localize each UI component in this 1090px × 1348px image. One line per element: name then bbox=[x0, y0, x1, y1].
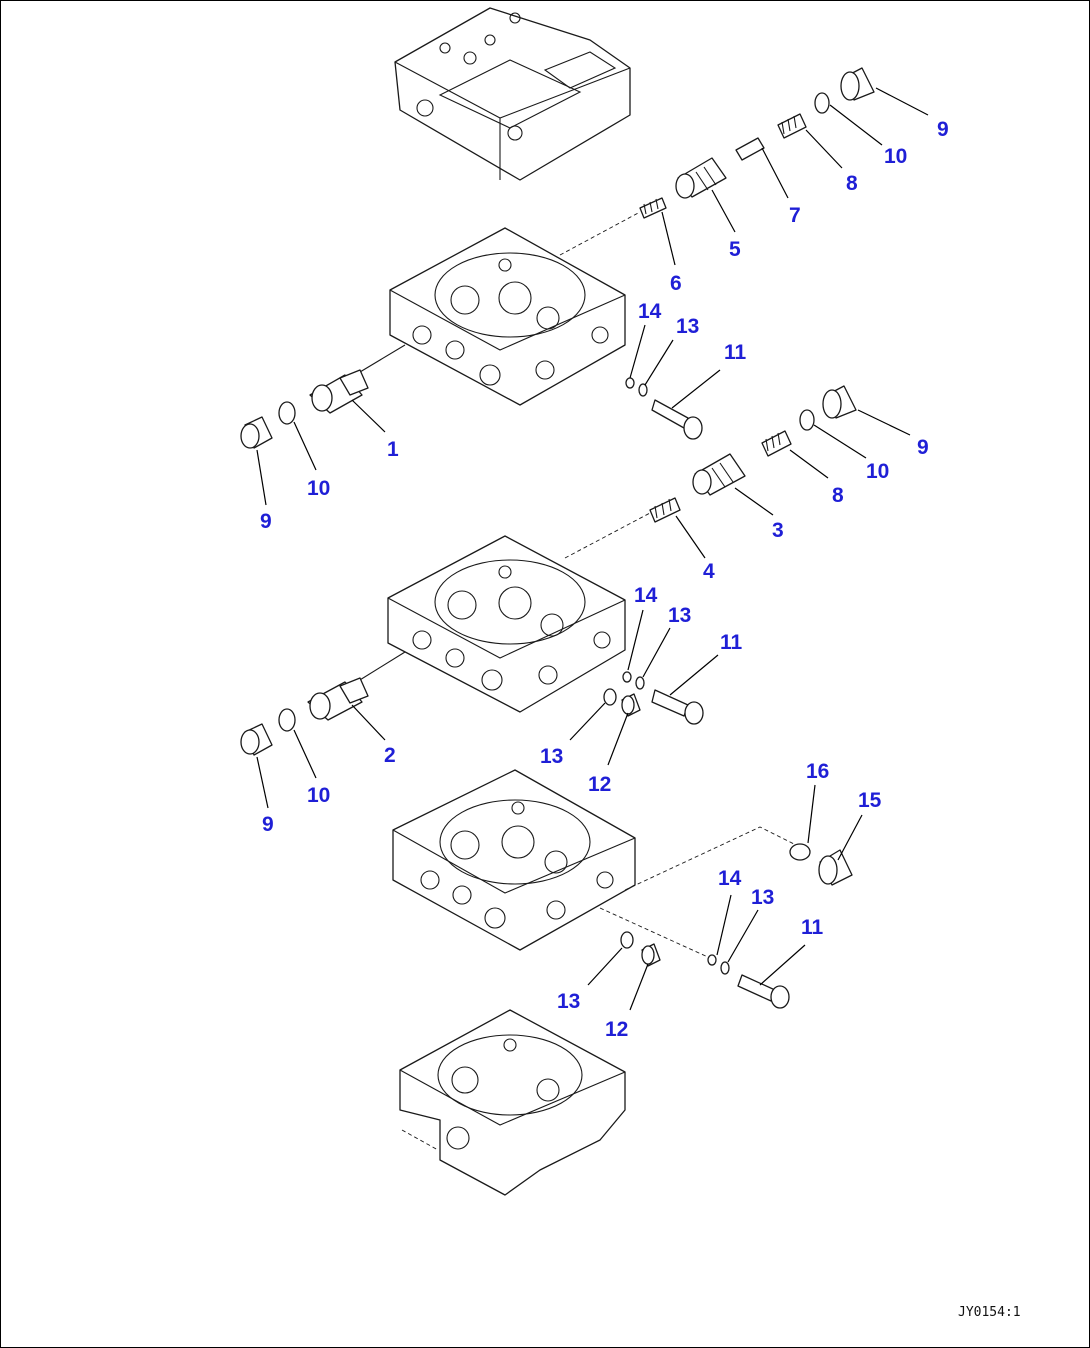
bottom-end-block bbox=[399, 1009, 626, 1196]
o-ring-14b bbox=[622, 671, 632, 683]
plug-15 bbox=[818, 849, 853, 886]
callout-11: 11 bbox=[801, 916, 824, 939]
callout-14: 14 bbox=[634, 584, 658, 607]
o-ring-13e bbox=[620, 931, 634, 949]
callout-10: 10 bbox=[307, 784, 330, 807]
leader-lines bbox=[256, 87, 929, 1011]
plug-12b bbox=[641, 943, 661, 967]
callout-16: 16 bbox=[806, 760, 829, 783]
top-cover-block bbox=[394, 7, 631, 181]
callout-8: 8 bbox=[832, 484, 844, 507]
valve-5 bbox=[675, 157, 727, 199]
callout-10: 10 bbox=[866, 460, 889, 483]
o-ring-10mid bbox=[799, 409, 815, 431]
plug-9top bbox=[840, 67, 875, 101]
callout-6: 6 bbox=[670, 272, 682, 295]
callout-3: 3 bbox=[772, 519, 784, 542]
poppet-7 bbox=[735, 137, 765, 161]
o-ring-10top bbox=[814, 92, 830, 114]
callout-10: 10 bbox=[884, 145, 907, 168]
callout-11: 11 bbox=[720, 631, 743, 654]
plug-9mid bbox=[822, 385, 857, 419]
callout-8: 8 bbox=[846, 172, 858, 195]
spring-8a bbox=[777, 113, 807, 139]
callout-13: 13 bbox=[668, 604, 691, 627]
callout-1: 1 bbox=[387, 438, 399, 461]
callout-7: 7 bbox=[789, 204, 801, 227]
spring-6 bbox=[639, 197, 667, 219]
callout-labels: 9 10 8 7 5 6 14 13 11 1 10 9 9 10 8 3 4 … bbox=[260, 118, 949, 1041]
callout-9: 9 bbox=[917, 436, 929, 459]
callout-12: 12 bbox=[605, 1018, 628, 1041]
callout-4: 4 bbox=[703, 560, 715, 583]
drawing-code: JY0154:1 bbox=[958, 1305, 1021, 1320]
callout-9: 9 bbox=[262, 813, 274, 836]
callout-14: 14 bbox=[638, 300, 662, 323]
valve-3 bbox=[692, 453, 746, 496]
callout-5: 5 bbox=[729, 238, 741, 261]
spring-8b bbox=[761, 430, 792, 457]
callout-11: 11 bbox=[724, 341, 747, 364]
callout-2: 2 bbox=[384, 744, 396, 767]
valve-section-3 bbox=[392, 769, 636, 951]
o-ring-14a bbox=[625, 377, 635, 389]
callout-13: 13 bbox=[557, 990, 580, 1013]
callout-15: 15 bbox=[858, 789, 882, 812]
o-ring-13b bbox=[635, 676, 645, 690]
callout-13: 13 bbox=[676, 315, 699, 338]
callout-9: 9 bbox=[260, 510, 272, 533]
plug-12a bbox=[621, 693, 641, 717]
callout-9: 9 bbox=[937, 118, 949, 141]
bolt-11c bbox=[737, 974, 790, 1009]
bolt-11a bbox=[651, 399, 703, 440]
o-ring-10c bbox=[278, 708, 296, 732]
o-ring-13a bbox=[638, 383, 648, 397]
o-ring-16 bbox=[789, 843, 811, 861]
valve-section-2 bbox=[387, 535, 626, 713]
spring-4 bbox=[649, 497, 681, 523]
callout-12: 12 bbox=[588, 773, 611, 796]
valve-section-1 bbox=[389, 227, 626, 406]
spool-2 bbox=[307, 651, 406, 721]
callout-13: 13 bbox=[540, 745, 563, 768]
o-ring-13c bbox=[603, 688, 617, 706]
bolt-11b bbox=[651, 689, 704, 725]
plug-9c bbox=[240, 723, 273, 756]
callout-13: 13 bbox=[751, 886, 774, 909]
callout-14: 14 bbox=[718, 867, 742, 890]
o-ring-14c bbox=[707, 954, 717, 966]
o-ring-10a bbox=[278, 401, 296, 425]
o-ring-13d bbox=[720, 961, 730, 975]
callout-10: 10 bbox=[307, 477, 330, 500]
plug-9a bbox=[240, 416, 273, 449]
spool-1 bbox=[309, 344, 406, 414]
